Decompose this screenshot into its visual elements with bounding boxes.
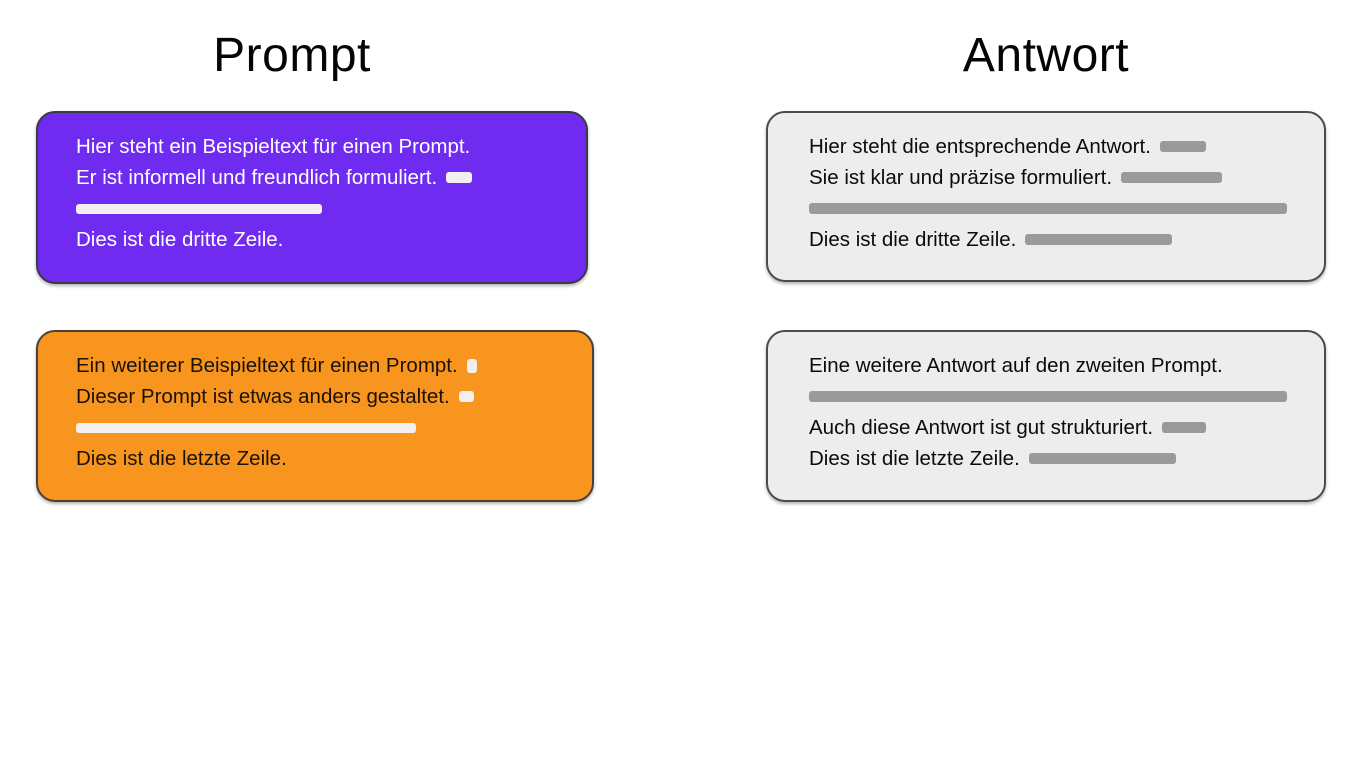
redaction-bar [809, 391, 1287, 402]
message-line-text: Dies ist die dritte Zeile. [76, 228, 284, 251]
message-line: Hier steht ein Beispieltext für einen Pr… [76, 131, 564, 162]
message-line [809, 381, 1302, 412]
prompt-bubble-2[interactable]: Ein weiterer Beispieltext für einen Prom… [36, 330, 594, 502]
message-line-text: Er ist informell und freundlich formulie… [76, 166, 438, 189]
message-line: Ein weiterer Beispieltext für einen Prom… [76, 350, 570, 381]
message-line-text: Dies ist die letzte Zeile. [76, 447, 287, 470]
message-line: Auch diese Antwort ist gut strukturiert. [809, 412, 1302, 443]
redaction-bar [1028, 453, 1176, 464]
message-line [76, 193, 564, 224]
redaction-bar [1159, 141, 1206, 152]
message-line-text: Auch diese Antwort ist gut strukturiert. [809, 416, 1154, 439]
message-line-text: Dies ist die letzte Zeile. [809, 447, 1020, 470]
column-heading-antwort: Antwort [962, 29, 1130, 82]
redaction-bar [458, 391, 474, 402]
message-line: Dies ist die letzte Zeile. [76, 443, 570, 474]
answer-bubble-2[interactable]: Eine weitere Antwort auf den zweiten Pro… [766, 330, 1326, 502]
column-heading-prompt: Prompt [213, 29, 371, 82]
message-line: Dies ist die dritte Zeile. [809, 224, 1302, 255]
redaction-bar [809, 203, 1287, 214]
redaction-bar [1121, 172, 1223, 183]
message-line: Sie ist klar und präzise formuliert. [809, 162, 1302, 193]
message-line: Dieser Prompt ist etwas anders gestaltet… [76, 381, 570, 412]
redaction-bar [466, 358, 477, 373]
redaction-bar [76, 422, 416, 433]
message-line [809, 193, 1302, 224]
message-line-text: Hier steht die entsprechende Antwort. [809, 135, 1151, 158]
prompt-bubble-1[interactable]: Hier steht ein Beispieltext für einen Pr… [36, 111, 588, 284]
message-line [76, 412, 570, 443]
message-line: Dies ist die letzte Zeile. [809, 443, 1302, 474]
message-line-text: Hier steht ein Beispieltext für einen Pr… [76, 135, 471, 158]
message-line: Eine weitere Antwort auf den zweiten Pro… [809, 350, 1302, 381]
redaction-bar [446, 172, 473, 183]
message-line-text: Sie ist klar und präzise formuliert. [809, 166, 1113, 189]
message-line-text: Dies ist die dritte Zeile. [809, 228, 1017, 251]
message-line-text: Ein weiterer Beispieltext für einen Prom… [76, 354, 458, 377]
message-line: Er ist informell und freundlich formulie… [76, 162, 564, 193]
redaction-bar [76, 203, 322, 214]
message-line: Dies ist die dritte Zeile. [76, 224, 564, 255]
message-line: Hier steht die entsprechende Antwort. [809, 131, 1302, 162]
answer-bubble-1[interactable]: Hier steht die entsprechende Antwort. Sie… [766, 111, 1326, 282]
message-line-text: Eine weitere Antwort auf den zweiten Pro… [809, 354, 1223, 377]
redaction-bar [1025, 234, 1173, 245]
redaction-bar [1162, 422, 1207, 433]
message-line-text: Dieser Prompt ist etwas anders gestaltet… [76, 385, 450, 408]
